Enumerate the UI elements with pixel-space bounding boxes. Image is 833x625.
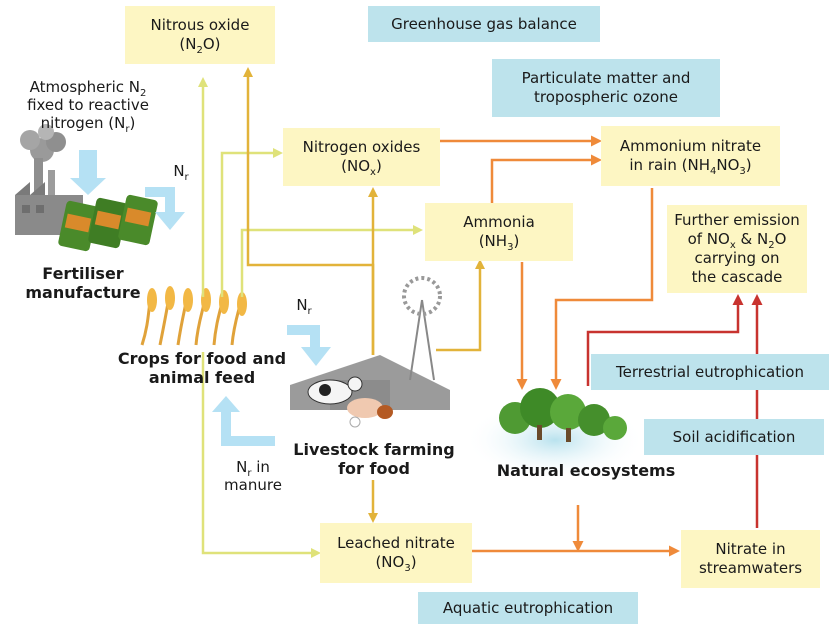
- wheat-crop-illustration: [140, 286, 247, 346]
- arrow-ammonium-nitrate-ecosystems: [550, 188, 654, 390]
- box-nitrous-oxide: Nitrous oxide(N2O): [125, 6, 275, 64]
- arrow-livestock-ammonia: [436, 259, 485, 352]
- box-ammonia: Ammonia(NH3): [425, 203, 573, 261]
- arrow-crops-nitrogen-oxides: [220, 148, 283, 297]
- nr-arrow-fertiliser: [145, 187, 185, 230]
- label-natural-ecosystems: Natural ecosystems: [496, 461, 676, 480]
- arrow-ammonia-ammonium-nitrate: [490, 154, 602, 203]
- nr-arrow-crops-livestock: [287, 325, 331, 366]
- impact-aquatic-eutrophication: Aquatic eutrophication: [418, 592, 638, 624]
- box-nitrogen-oxides: Nitrogen oxides(NOx): [283, 128, 440, 186]
- arrow-crops-leached-nitrate: [201, 352, 321, 558]
- natural-ecosystem-illustration: [465, 388, 645, 480]
- nr-fixation-arrows: [70, 150, 331, 446]
- nr-manure-arrow: [212, 396, 275, 446]
- arrow-crops-ammonia: [240, 225, 423, 297]
- impact-terrestrial-eutrophication: Terrestrial eutrophication: [591, 354, 829, 390]
- fertiliser-bags-illustration: [58, 194, 158, 252]
- label-nr-livestock: Nr: [296, 296, 312, 317]
- box-leached-nitrate: Leached nitrate(NO3): [320, 523, 472, 583]
- label-nr-fertiliser: Nr: [173, 162, 189, 183]
- impact-soil-acidification: Soil acidification: [644, 419, 824, 455]
- arrow-ecosystems-further-emission: [586, 294, 744, 386]
- flow-arrows: [198, 67, 763, 558]
- impact-greenhouse-gas: Greenhouse gas balance: [368, 6, 600, 42]
- farm-illustration: [290, 276, 450, 428]
